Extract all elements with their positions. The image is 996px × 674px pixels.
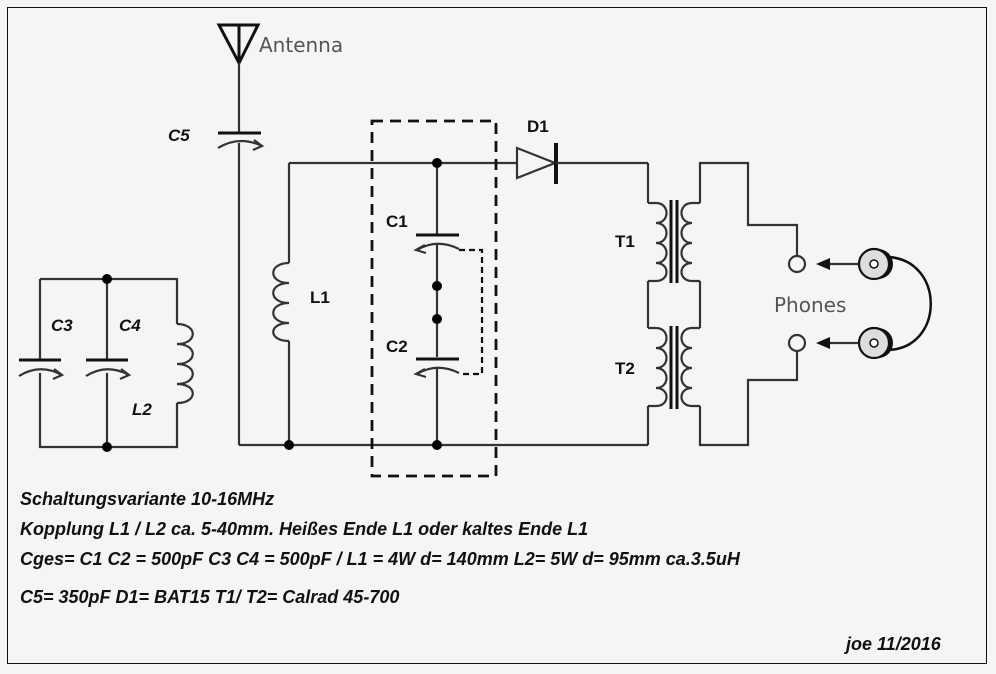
capacitor-c1: [413, 233, 460, 255]
diagram-frame: [7, 7, 987, 664]
c3-label: C3: [51, 316, 73, 335]
l2-label: L2: [132, 400, 152, 419]
c2-label: C2: [386, 337, 408, 356]
inductor-l2: [176, 322, 194, 405]
l1-label: L1: [310, 288, 330, 307]
c5-label: C5: [168, 126, 190, 145]
transformer-primaries: [646, 163, 668, 445]
note-line-2: Kopplung L1 / L2 ca. 5-40mm. Heißes Ende…: [20, 519, 589, 539]
note-line-4: C5= 350pF D1= BAT15 T1/ T2= Calrad 45-70…: [20, 587, 400, 607]
d1-label: D1: [527, 117, 549, 136]
phone-jack-terminal: [787, 254, 807, 274]
t2-label: T2: [615, 359, 635, 378]
antenna-label: Antenna: [259, 33, 343, 57]
plug-arrow: [816, 258, 860, 349]
capacitor-c5: [217, 131, 265, 445]
ganged-link: [459, 248, 484, 376]
note-line-1: Schaltungsvariante 10-16MHz: [20, 489, 275, 509]
junction-dot: [284, 440, 294, 450]
c1-label: C1: [386, 212, 408, 231]
junction-dot: [432, 158, 442, 168]
transformer-secondaries: [680, 161, 799, 447]
tuning-capacitor-box: [370, 119, 498, 478]
note-line-3: Cges= C1 C2 = 500pF C3 C4 = 500pF / L1 =…: [20, 549, 740, 569]
diode-d1: [515, 143, 648, 184]
capacitor-c3: [18, 358, 65, 381]
junction-dot: [432, 281, 442, 291]
capacitor-c4: [85, 358, 132, 381]
c4-label: C4: [119, 316, 141, 335]
junction-dot: [432, 314, 442, 324]
junction-dot: [102, 274, 112, 284]
junction-dot: [432, 440, 442, 450]
transformer-cores: [669, 200, 679, 409]
junction-dot: [102, 442, 112, 452]
phone-jack-terminal: [787, 333, 807, 353]
phones-label: Phones: [774, 293, 846, 317]
signature: joe 11/2016: [846, 634, 941, 654]
antenna-symbol: [216, 23, 261, 133]
headphones-icon: [857, 247, 932, 360]
tank-circuit-l2: [38, 277, 179, 449]
capacitor-c2: [413, 357, 460, 379]
t1-label: T1: [615, 232, 635, 251]
inductor-l1: [272, 261, 290, 343]
